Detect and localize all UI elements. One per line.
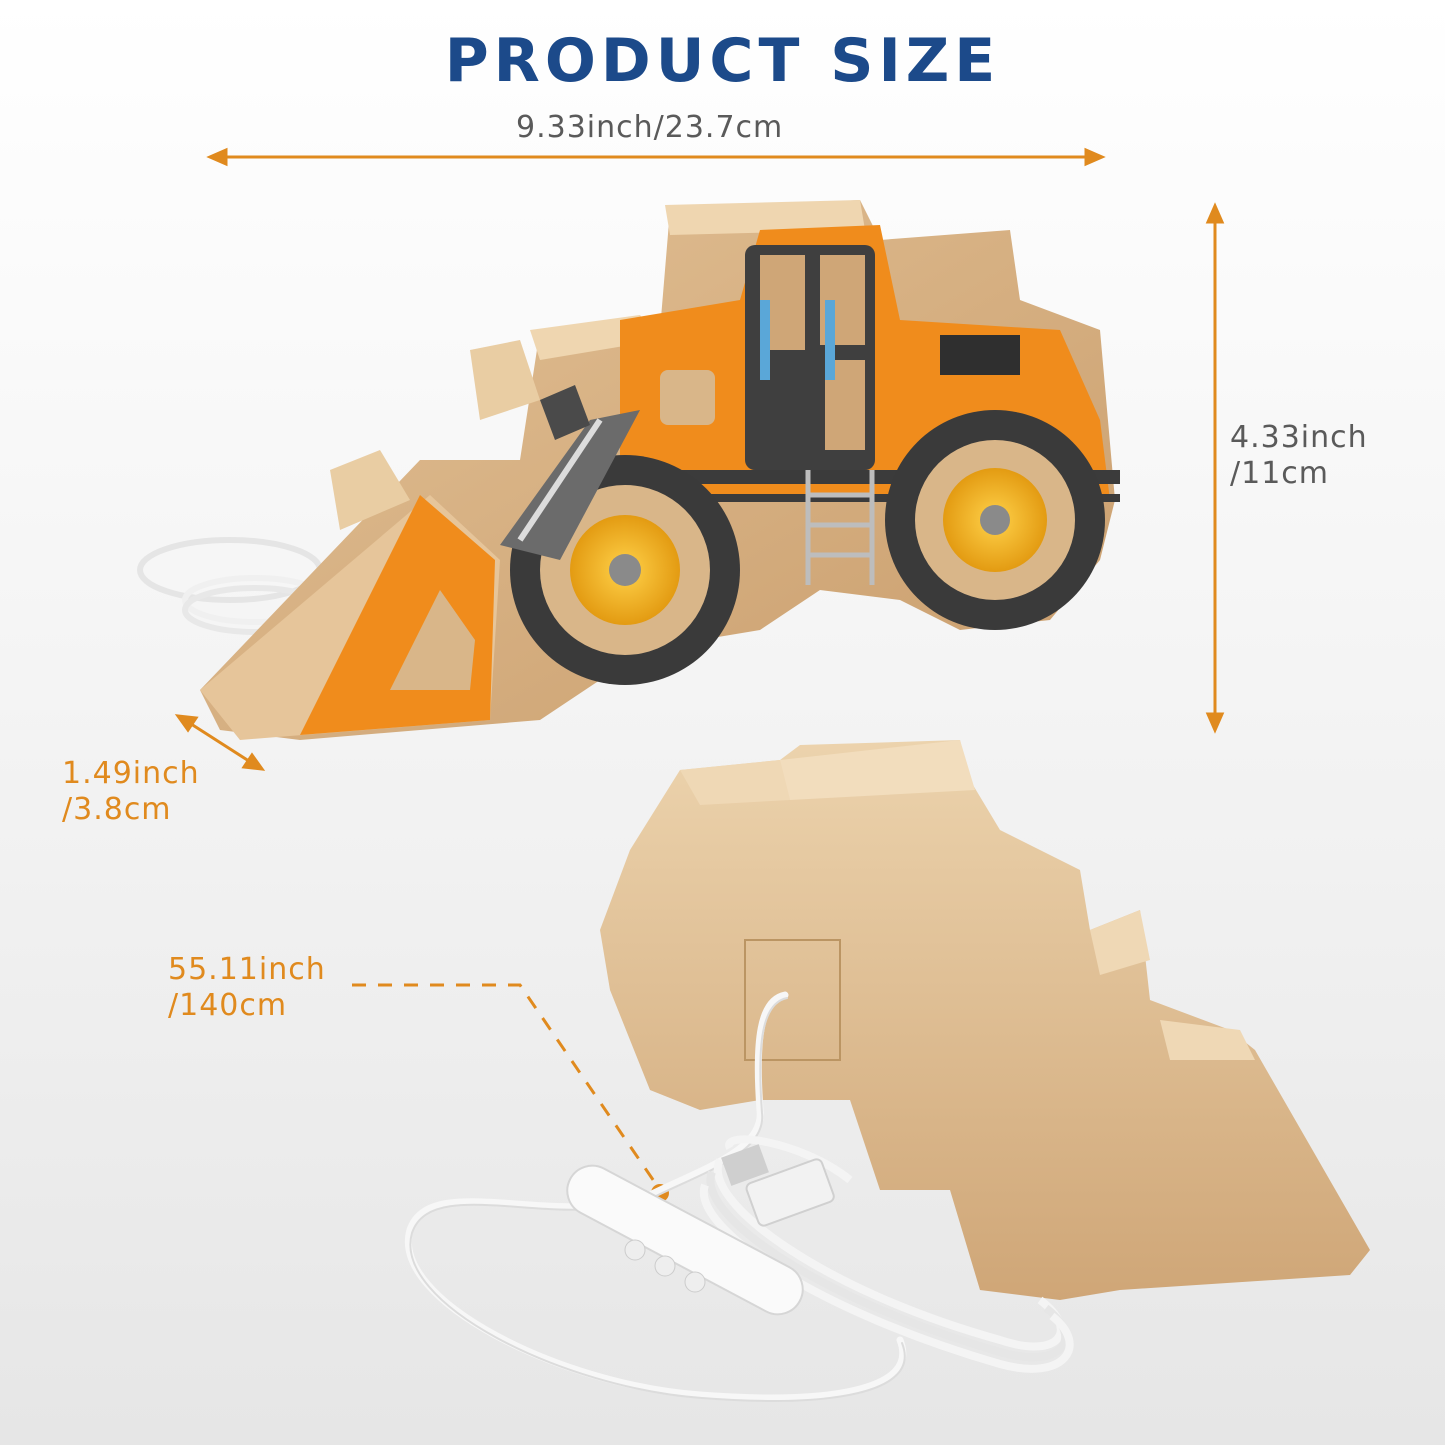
- width-value: 9.33inch/23.7cm: [516, 110, 784, 145]
- width-label: 9.33inch/23.7cm: [516, 110, 783, 146]
- cable-length-label: 55.11inch /140cm: [168, 952, 326, 1024]
- cable-value-cm: /140cm: [168, 988, 288, 1023]
- wheel-front-right: [885, 410, 1105, 630]
- depth-value-cm: /3.8cm: [62, 792, 172, 827]
- height-arrow: [1205, 202, 1225, 734]
- depth-arrow: [174, 714, 266, 771]
- wood-body-back: [600, 740, 1370, 1300]
- ladder: [805, 470, 875, 585]
- cable-value-inch: 55.11inch: [168, 952, 326, 987]
- bucket: [200, 495, 500, 740]
- loader-arm: [500, 385, 640, 560]
- usb-cable: [404, 991, 907, 1402]
- depth-label: 1.49inch /3.8cm: [62, 756, 200, 828]
- usb-plug: [721, 1144, 835, 1227]
- depth-value-inch: 1.49inch: [62, 756, 200, 791]
- cable-callout: [352, 983, 662, 1191]
- height-value-cm: /11cm: [1230, 456, 1329, 491]
- inline-controller: [566, 1164, 804, 1316]
- height-label: 4.33inch /11cm: [1230, 420, 1368, 492]
- page-title: PRODUCT SIZE: [444, 26, 1001, 96]
- height-value-inch: 4.33inch: [1230, 420, 1368, 455]
- cable-bundle: [699, 1135, 1074, 1373]
- width-arrow: [206, 147, 1106, 167]
